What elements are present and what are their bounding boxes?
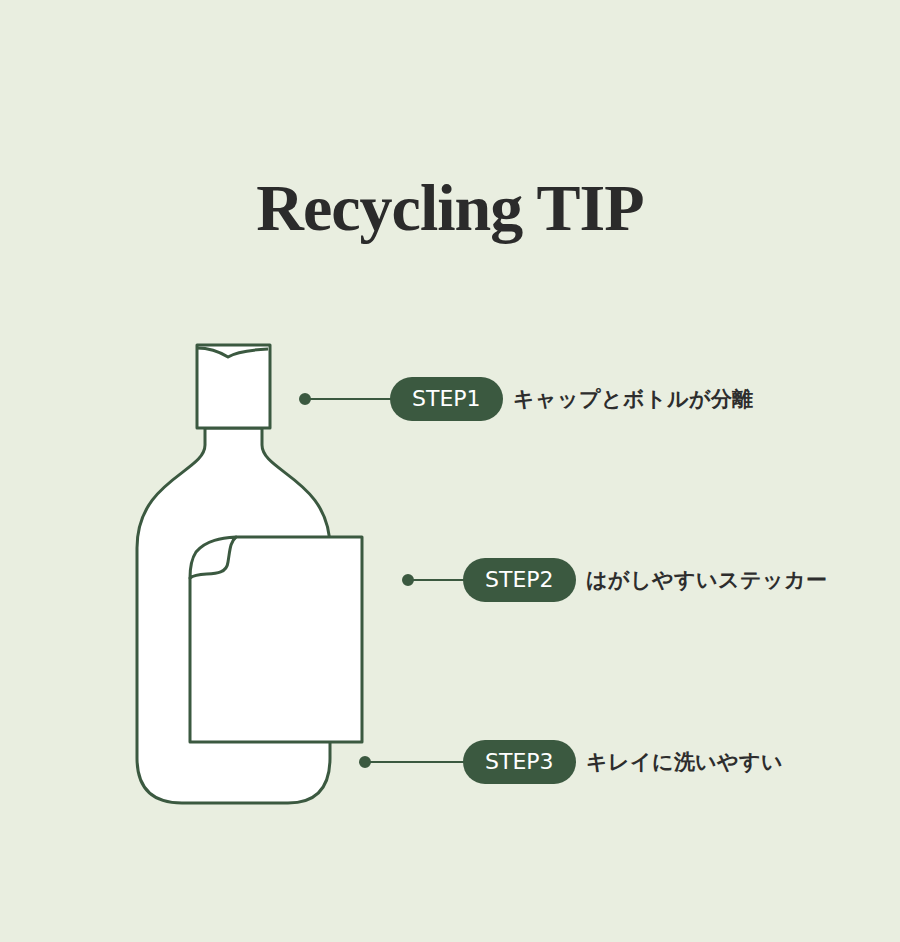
step-item: STEP1 キャップとボトルが分離	[390, 377, 753, 421]
step-description: キレイに洗いやすい	[586, 748, 783, 776]
step-description: キャップとボトルが分離	[513, 385, 753, 413]
step-pill: STEP2	[463, 558, 576, 602]
step-item: STEP3 キレイに洗いやすい	[463, 740, 783, 784]
step-pill: STEP1	[390, 377, 503, 421]
step-description: はがしやすいステッカー	[586, 566, 827, 594]
step-item: STEP2 はがしやすいステッカー	[463, 558, 827, 602]
title: Recycling TIP	[0, 170, 900, 246]
step-pill: STEP3	[463, 740, 576, 784]
